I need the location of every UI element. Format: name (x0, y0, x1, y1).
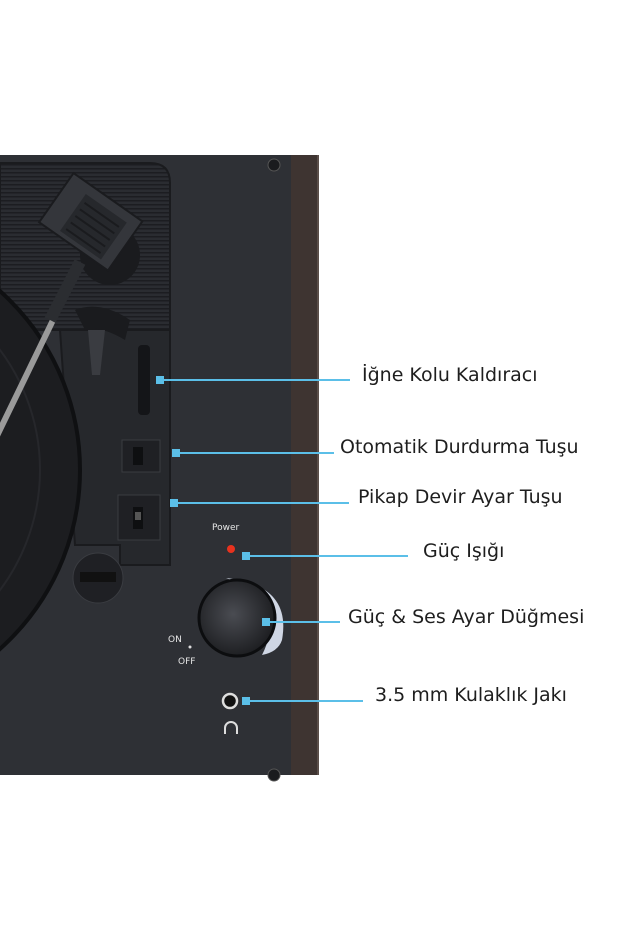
callout-label: Güç Işığı (423, 540, 505, 562)
callout-marker (172, 449, 180, 457)
callout-label: 3.5 mm Kulaklık Jakı (375, 684, 567, 706)
callout-label: Otomatik Durdurma Tuşu (340, 436, 579, 458)
headphone-jack[interactable] (221, 692, 239, 710)
power-volume-knob[interactable] (197, 578, 277, 658)
cue-lever[interactable] (138, 345, 150, 415)
callout-label: Güç & Ses Ayar Düğmesi (348, 606, 585, 628)
power-label: Power (212, 523, 240, 533)
callout-marker (242, 552, 250, 560)
headphone-icon (224, 721, 238, 734)
callout-marker (156, 376, 164, 384)
callout-label: Pikap Devir Ayar Tuşu (358, 486, 563, 508)
callout-marker (170, 499, 178, 507)
headshell (37, 171, 144, 272)
callout-marker (262, 618, 270, 626)
wood-side (291, 155, 319, 775)
callout-label: İğne Kolu Kaldıracı (362, 364, 538, 386)
power-led (227, 545, 235, 553)
callout-marker (242, 697, 250, 705)
off-label: OFF (178, 657, 195, 667)
on-label: ON (168, 635, 182, 645)
arm-rest (88, 330, 105, 375)
